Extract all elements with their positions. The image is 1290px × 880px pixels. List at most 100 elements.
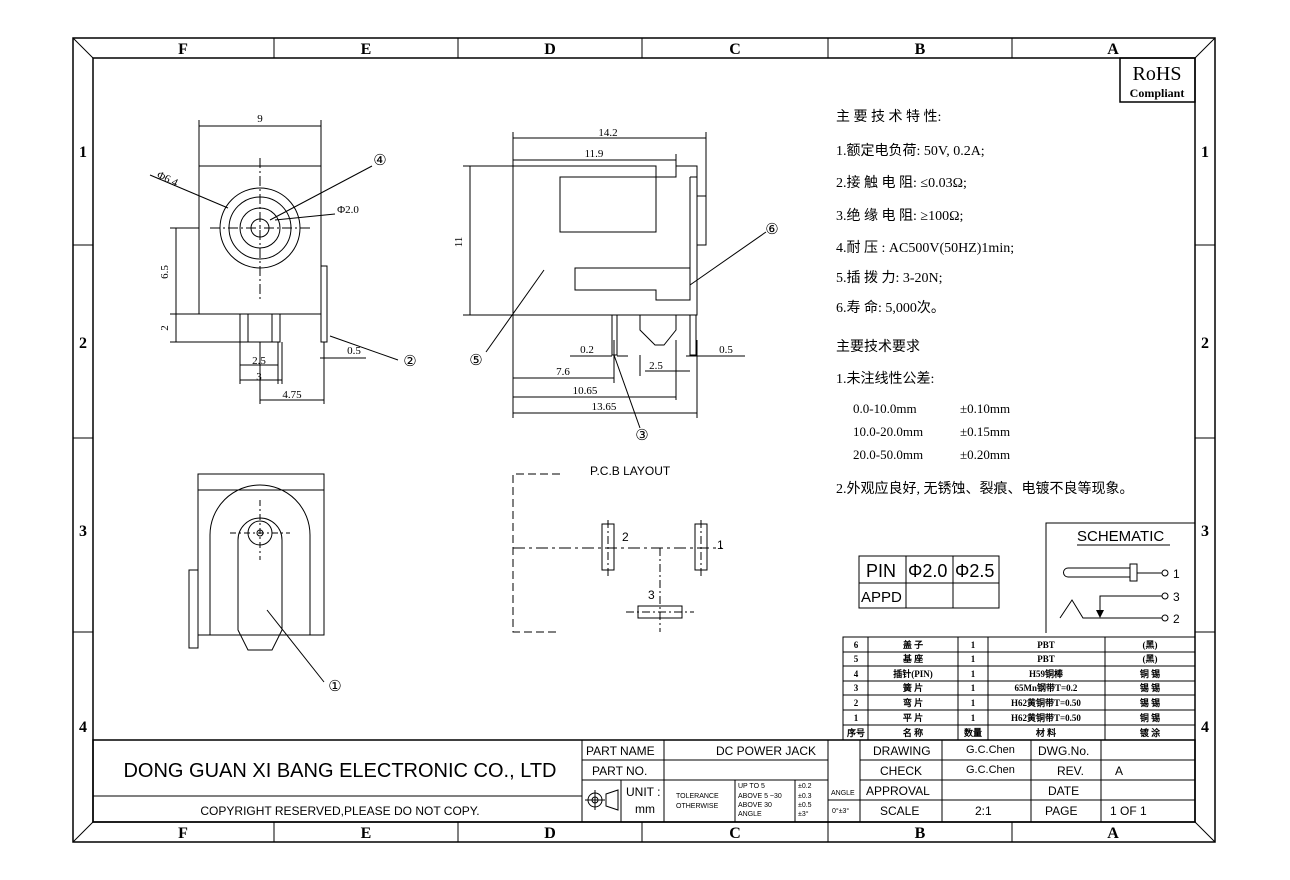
bom-mat: H59铜棒 (1029, 668, 1064, 679)
specs-heading: 主 要 技 术 特 性: (836, 109, 941, 125)
bom-name: 盖 子 (903, 639, 923, 650)
copyright: COPYRIGHT RESERVED,PLEASE DO NOT COPY. (200, 804, 479, 818)
bom-qty: 1 (971, 698, 976, 708)
bom-qty: 1 (971, 654, 976, 664)
title-block: DONG GUAN XI BANG ELECTRONIC CO., LTD CO… (92, 739, 1196, 823)
dim-76: 7.6 (556, 366, 570, 378)
dim-142: 14.2 (598, 127, 617, 139)
bom-finish: 铜 锡 (1140, 712, 1160, 723)
page-value: 1 OF 1 (1110, 804, 1147, 818)
col-label: A (1107, 41, 1119, 58)
angle-label: ANGLE (831, 790, 855, 797)
row-label: 4 (79, 719, 87, 736)
col-label: E (361, 41, 372, 58)
row-label: 3 (1201, 523, 1209, 540)
schematic: SCHEMATIC 1 3 2 (1045, 522, 1195, 633)
bom-mat: H62黄铜带T=0.50 (1011, 697, 1081, 708)
bom-name: 弯 片 (903, 697, 923, 708)
bom-no: 5 (854, 654, 859, 664)
unit-label: UNIT : (626, 785, 660, 799)
dim-1365: 13.65 (592, 401, 617, 413)
dim-475: 4.75 (282, 389, 302, 401)
dim-3: 3 (256, 371, 262, 383)
col-label: F (178, 825, 188, 842)
tol-range: 20.0-50.0mm (853, 447, 923, 462)
bom-finish: (黑) (1143, 640, 1158, 650)
tol-row: ANGLE (738, 811, 762, 818)
bom-header-name: 名 称 (903, 727, 923, 738)
dwg-no-label: DWG.No. (1038, 744, 1089, 758)
bom-finish: 锡 锡 (1140, 697, 1160, 708)
part-no-label: PART NO. (592, 764, 647, 778)
bom-header-finish: 镀 涂 (1140, 727, 1161, 738)
tol-value: ±0.5 (798, 802, 812, 809)
drawing-label: DRAWING (873, 744, 931, 758)
check-label: CHECK (880, 764, 922, 778)
bom-mat: 65Mn钢带T=0.2 (1015, 682, 1078, 693)
tol-value: ±0.2 (798, 783, 812, 790)
bom-mat: H62黄铜带T=0.50 (1011, 712, 1081, 723)
pin-header: PIN (866, 561, 896, 581)
tol-value: ±3° (798, 810, 809, 818)
row-label: 3 (79, 523, 87, 540)
spec-item: 2.接 触 电 阻: ≤0.03Ω; (836, 174, 967, 191)
bom-no: 3 (854, 683, 859, 693)
rev-label: REV. (1057, 764, 1084, 778)
req-heading: 主要技术要求 (836, 339, 920, 355)
col-label: A (1107, 825, 1119, 842)
dim-d20: Φ2.0 (337, 204, 359, 216)
spec-item: 5.插 拨 力: 3-20N; (836, 270, 943, 286)
bom-finish: (黑) (1143, 654, 1158, 664)
spec-item: 3.绝 缘 电 阻: ≥100Ω; (836, 208, 963, 224)
schematic-pin-1: 1 (1173, 567, 1180, 581)
drawing-by: G.C.Chen (966, 744, 1015, 756)
bom-no: 6 (854, 640, 859, 650)
tol-value: ±0.10mm (960, 401, 1010, 416)
col-label: B (915, 825, 926, 842)
pin-table: PIN Φ2.0 Φ2.5 APPD (858, 555, 1000, 609)
bom-no: 4 (854, 669, 859, 679)
side-view (463, 132, 767, 429)
col-label: F (178, 41, 188, 58)
tol-range: 10.0-20.0mm (853, 424, 923, 439)
bom-mat: PBT (1037, 654, 1055, 664)
tol-label-1: TOLERANCE (676, 793, 719, 800)
rev-value: A (1115, 764, 1123, 778)
pin-d25: Φ2.5 (955, 561, 994, 581)
tol-value: ±0.20mm (960, 447, 1010, 462)
bom-finish: 锡 锡 (1140, 682, 1160, 693)
req-2: 2.外观应良好, 无锈蚀、裂痕、电镀不良等现象。 (836, 480, 1134, 497)
row-label: 2 (79, 335, 87, 352)
spec-item: 6.寿 命: 5,000次。 (836, 299, 945, 316)
dim-1065: 10.65 (573, 385, 598, 397)
callout-6: ⑥ (765, 222, 778, 238)
front-view (149, 120, 399, 404)
callout-3: ③ (635, 428, 648, 444)
projection-symbol-icon (585, 789, 619, 811)
pcb-pin-2: 2 (622, 530, 629, 544)
angle-value: 0°±3° (832, 807, 849, 815)
row-label: 1 (1201, 144, 1209, 161)
tol-value: ±0.3 (798, 793, 812, 800)
tol-value: ±0.15mm (960, 424, 1010, 439)
bom-finish: 铜 锡 (1140, 668, 1160, 679)
bom-qty: 1 (971, 640, 976, 650)
pcb-title: P.C.B LAYOUT (590, 464, 671, 478)
schematic-pin-3: 3 (1173, 590, 1180, 604)
col-label: C (729, 825, 741, 842)
dim-119: 11.9 (585, 148, 604, 160)
bom-qty: 1 (971, 683, 976, 693)
pcb-layout (512, 473, 722, 633)
dim-05: 0.5 (347, 345, 361, 357)
bom-header-no: 序号 (847, 727, 865, 738)
bom-name: 插针(PIN) (893, 668, 933, 679)
schematic-pin-2: 2 (1173, 612, 1180, 626)
tol-label-2: OTHERWISE (676, 803, 719, 810)
scale-value: 2:1 (975, 804, 992, 818)
dim-02: 0.2 (580, 344, 594, 356)
tol-row: UP TO 5 (738, 783, 765, 790)
rohs-badge: RoHS Compliant (1119, 57, 1196, 103)
bottom-view (188, 473, 325, 683)
row-label: 1 (79, 144, 87, 161)
